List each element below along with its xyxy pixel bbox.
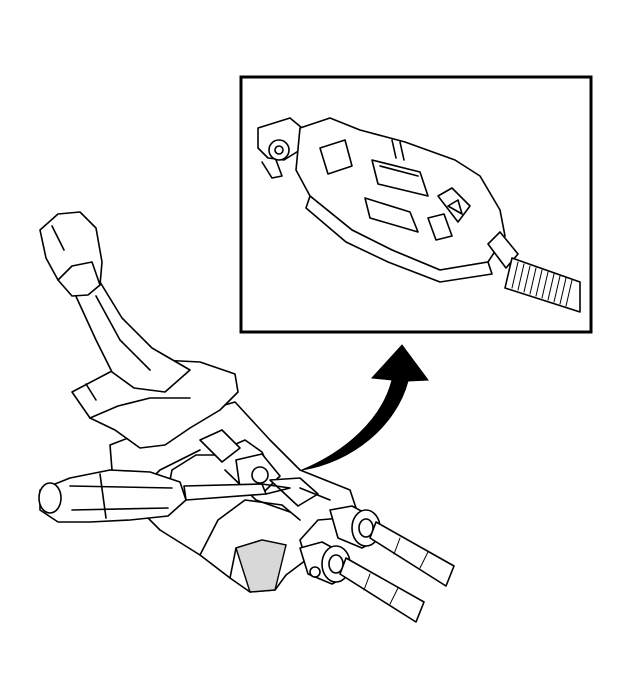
shift-lever (73, 281, 191, 393)
inset-cable-clip (257, 117, 519, 283)
screwdriver (38, 469, 291, 523)
shift-cable (339, 557, 425, 623)
screwdriver-handle (39, 469, 187, 523)
select-cable (369, 521, 455, 587)
callout-arrow (301, 344, 429, 471)
inset-cable-coil (504, 257, 581, 313)
gear-shift-knob (39, 211, 103, 297)
detail-inset (239, 75, 593, 334)
shift-cables (299, 505, 455, 623)
